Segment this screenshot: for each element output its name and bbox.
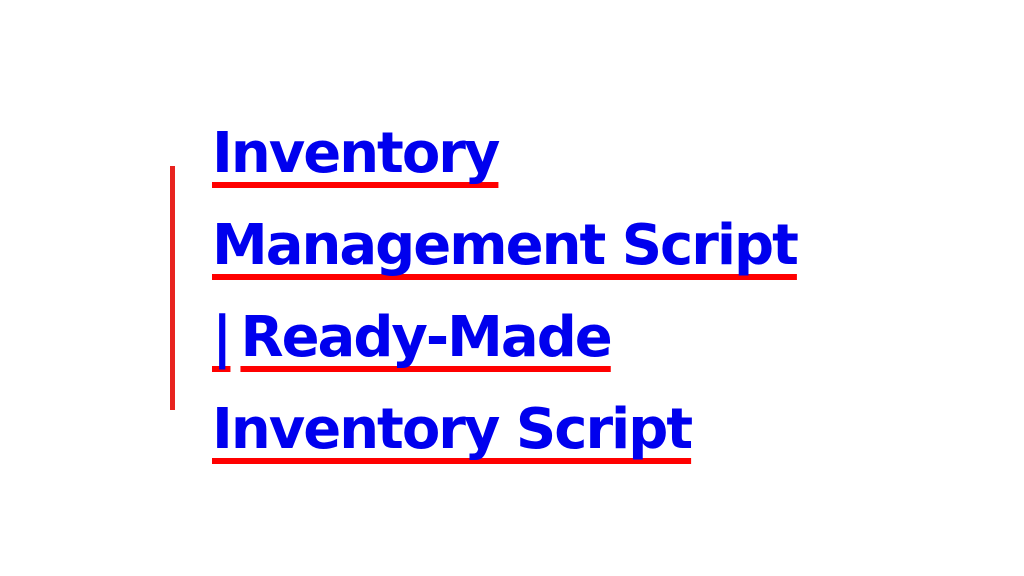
- slide-title: Inventory Management Script |Ready-Made …: [212, 108, 992, 476]
- title-line: Inventory: [212, 108, 992, 200]
- title-link-inventory-script[interactable]: Inventory Script: [212, 397, 693, 462]
- title-link-management-script[interactable]: Management Script: [212, 213, 799, 278]
- title-line: Management Script: [212, 200, 992, 292]
- title-link-inventory[interactable]: Inventory: [212, 121, 500, 186]
- accent-bar: [170, 166, 175, 410]
- title-line: |Ready-Made: [212, 292, 992, 384]
- title-link-separator[interactable]: |: [212, 305, 233, 370]
- title-link-ready-made[interactable]: Ready-Made: [240, 305, 612, 370]
- title-line: Inventory Script: [212, 384, 992, 476]
